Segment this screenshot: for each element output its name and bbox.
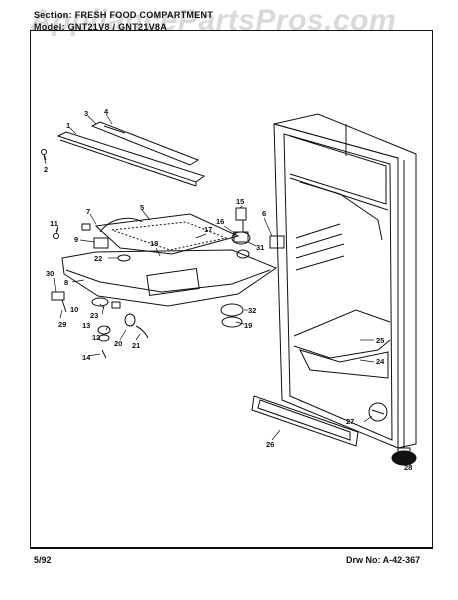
callout-22: 22 <box>94 254 102 263</box>
part-bottom-grille <box>251 395 359 447</box>
diagram-frame <box>30 30 433 548</box>
part-light-socket <box>81 217 143 249</box>
callout-1: 1 <box>66 121 70 130</box>
callout-17: 17 <box>204 225 212 234</box>
callout-labels: 1 2 3 4 5 6 7 8 9 10 11 12 13 14 15 16 1… <box>44 107 412 472</box>
callout-10: 10 <box>70 305 78 314</box>
watermark: AppliancePartsPros.com <box>30 4 397 37</box>
part-round-lens <box>220 303 244 328</box>
callout-28: 28 <box>404 463 412 472</box>
callout-15: 15 <box>236 197 244 206</box>
part-cover-panel <box>94 213 240 255</box>
callout-18: 18 <box>150 239 158 248</box>
footer-rule <box>30 548 433 549</box>
callout-5: 5 <box>140 203 144 212</box>
callout-26: 26 <box>266 440 274 449</box>
callout-23: 23 <box>90 311 98 320</box>
part-upper-bar <box>90 121 200 166</box>
callout-19: 19 <box>244 321 252 330</box>
part-leveler <box>368 402 388 422</box>
drawing-number: Drw No: A-42-367 <box>346 555 421 565</box>
callout-25: 25 <box>376 336 384 345</box>
callout-24: 24 <box>376 357 385 366</box>
callout-29: 29 <box>58 320 66 329</box>
section-title: Section: FRESH FOOD COMPARTMENT <box>34 10 214 20</box>
part-screw-2 <box>41 149 47 161</box>
part-roller-foot <box>391 447 417 466</box>
fridge-cabinet <box>273 113 417 449</box>
callout-9: 9 <box>74 235 78 244</box>
callout-2: 2 <box>44 165 48 174</box>
callout-13: 13 <box>82 321 90 330</box>
callout-27: 27 <box>346 417 354 426</box>
callout-16: 16 <box>216 217 224 226</box>
callout-31: 31 <box>256 243 264 252</box>
callout-11: 11 <box>50 219 58 228</box>
part-rail <box>56 131 206 187</box>
callout-7: 7 <box>86 207 90 216</box>
callout-32: 32 <box>248 306 256 315</box>
callout-20: 20 <box>114 339 122 348</box>
callout-12: 12 <box>92 333 100 342</box>
model-title: Model: GNT21V8 / GNT21V8A <box>34 22 168 32</box>
callout-21: 21 <box>132 341 140 350</box>
callout-14: 14 <box>82 353 91 362</box>
callout-8: 8 <box>64 278 68 287</box>
leader-lines <box>43 113 413 467</box>
part-small-hardware <box>51 233 149 359</box>
callout-30: 30 <box>46 269 54 278</box>
callout-4: 4 <box>104 107 109 116</box>
callout-3: 3 <box>84 109 88 118</box>
callout-6: 6 <box>262 209 266 218</box>
footer-date: 5/92 <box>34 555 52 565</box>
